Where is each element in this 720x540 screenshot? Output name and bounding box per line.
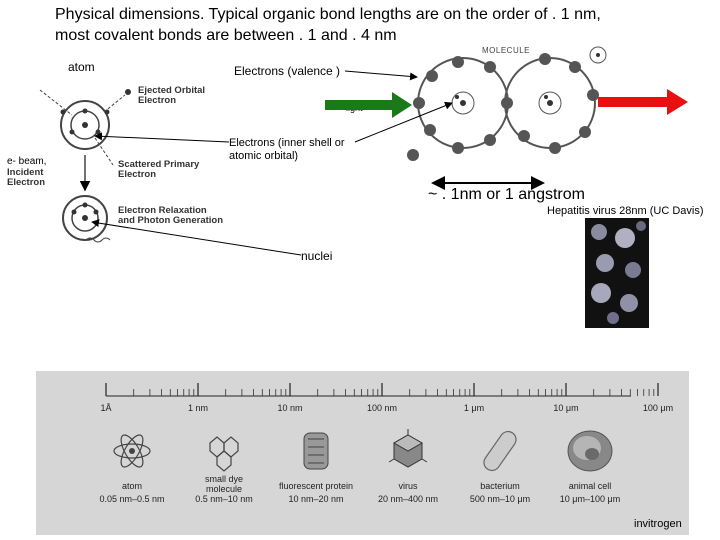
title-line-2: most covalent bonds are between . 1 and … <box>55 27 397 44</box>
inner-shell-arrow-right <box>354 101 453 143</box>
atom-diagram-bottom <box>62 195 111 243</box>
scale-item-name: bacterium <box>480 481 520 491</box>
scale-item-name: atom <box>122 481 142 491</box>
page-title: Physical dimensions. Typical organic bon… <box>55 4 601 46</box>
scale-tick-label: 100 μm <box>643 403 673 413</box>
relax-line-2: and Photon Generation <box>118 215 224 226</box>
size-scale-svg: 1Å 1 nm 10 nm 100 nm 1 μm 10 μm 100 μm <box>99 383 673 504</box>
scale-tick-label: 100 nm <box>367 403 397 413</box>
scale-major-labels: 1Å 1 nm 10 nm 100 nm 1 μm 10 μm 100 μm <box>100 403 673 413</box>
atom-icon <box>113 434 151 468</box>
bacterium-icon <box>483 430 517 472</box>
diagram-svg <box>39 46 688 256</box>
scale-tick-label: 1Å <box>100 403 111 413</box>
scale-tick-label: 1 nm <box>188 403 208 413</box>
atom-diagram-top <box>39 89 131 192</box>
scale-tick-label: 1 μm <box>464 403 484 413</box>
light-arrow <box>325 92 412 118</box>
hepatitis-label: Hepatitis virus 28nm (UC Davis) <box>547 205 704 217</box>
scale-item-name: animal cell <box>569 481 612 491</box>
electrons-inner-label: Electrons (inner shell or atomic orbital… <box>229 137 345 163</box>
scale-item-name: virus <box>398 481 418 491</box>
ebeam-label: e- beam, <box>7 156 47 167</box>
scale-item-range: 10 μm–100 μm <box>560 494 620 504</box>
inner-shell-arrow-left <box>94 132 230 143</box>
scale-item-range: 0.5 nm–10 nm <box>195 494 253 504</box>
nuclei-label: nuclei <box>301 249 333 263</box>
virus-particles <box>591 221 646 324</box>
title-line-1: Physical dimensions. Typical organic bon… <box>55 6 601 23</box>
scale-minor-ticks <box>105 383 659 396</box>
nuclei-arrow <box>91 219 302 256</box>
scattered-line-2: Electron <box>118 169 157 180</box>
electrons-inner-line-2: atomic orbital) <box>229 150 299 162</box>
angstrom-label: ~ . 1nm or 1 angstrom <box>428 186 585 203</box>
animal-cell-icon <box>567 430 613 472</box>
relaxation-label: Electron Relaxation and Photon Generatio… <box>118 206 223 226</box>
scale-item-range: 0.05 nm–0.5 nm <box>99 494 164 504</box>
virus-icon <box>388 429 428 468</box>
scale-tick-label: 10 μm <box>553 403 578 413</box>
incident-electron-label: Incident Electron <box>7 168 45 188</box>
valence-arrow <box>344 70 418 81</box>
scale-item-range: 500 nm–10 μm <box>470 494 530 504</box>
incident-line-1: Incident <box>7 167 44 178</box>
molecule-diagram <box>407 46 607 161</box>
hepatitis-virus-image <box>585 218 649 328</box>
electrons-inner-line-1: Electrons (inner shell or <box>229 137 345 149</box>
incident-line-2: Electron <box>7 177 46 188</box>
scale-item-name: small dye <box>205 474 243 484</box>
scale-item-range: 20 nm–400 nm <box>378 494 438 504</box>
scale-item-range: 10 nm–20 nm <box>288 494 343 504</box>
scale-item-name-line-2: molecule <box>206 484 242 494</box>
scattered-electron-label: Scattered Primary Electron <box>118 160 199 180</box>
invitrogen-credit: invitrogen <box>634 518 682 530</box>
size-scale-panel: 1Å 1 nm 10 nm 100 nm 1 μm 10 μm 100 μm <box>36 371 689 535</box>
fluorescent-protein-icon <box>303 432 329 470</box>
molecule-label: MOLECULE <box>482 46 531 55</box>
ejected-line-2: Electron <box>138 95 177 106</box>
scattered-line-1: Scattered Primary <box>118 159 200 170</box>
small-dye-molecule-icon <box>209 436 239 472</box>
red-arrow <box>598 89 688 115</box>
scale-tick-label: 10 nm <box>277 403 302 413</box>
scale-item-name: fluorescent protein <box>279 481 353 491</box>
relax-line-1: Electron Relaxation <box>118 205 207 216</box>
ejected-electron-label: Ejected Orbital Electron <box>138 86 205 106</box>
atom-label: atom <box>68 60 95 74</box>
ejected-line-1: Ejected Orbital <box>138 85 206 96</box>
electrons-valence-label: Electrons (valence ) <box>234 64 341 78</box>
